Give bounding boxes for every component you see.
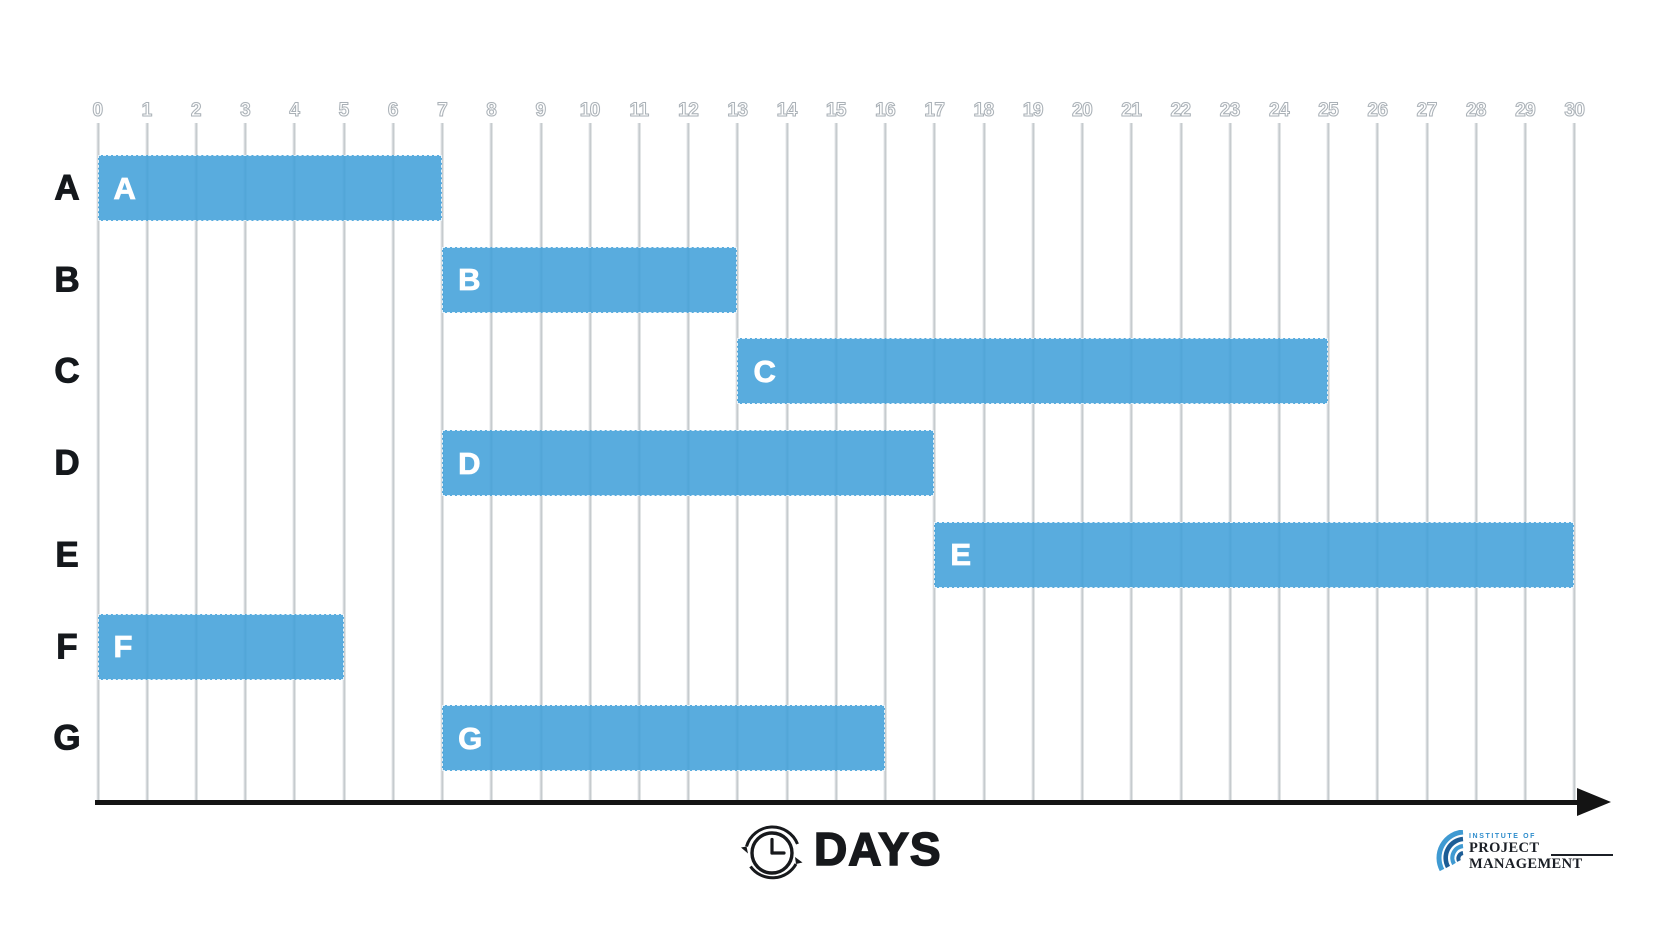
logo-rule	[1551, 854, 1613, 856]
x-tick-label: 6	[387, 100, 399, 122]
task-bar-E: E	[934, 521, 1575, 588]
x-tick-label: 27	[1416, 100, 1438, 122]
gridline-day-26	[1375, 123, 1379, 802]
task-bar-label: E	[950, 537, 972, 573]
logo-text: INSTITUTE OF PROJECT MANAGEMENT	[1469, 830, 1613, 874]
x-tick-label: 21	[1121, 100, 1143, 122]
x-tick-label: 30	[1564, 100, 1586, 122]
gridline-day-0	[96, 123, 99, 802]
row-label-F: F	[56, 627, 78, 666]
institute-of-project-management-logo: INSTITUTE OF PROJECT MANAGEMENT	[1436, 829, 1613, 874]
gridline-day-28	[1474, 123, 1478, 802]
x-tick-label: 29	[1515, 100, 1537, 122]
gridline-day-18	[982, 123, 986, 802]
x-tick-label: 8	[486, 100, 498, 122]
logo-management-label: MANAGEMENT	[1469, 855, 1583, 872]
gridline-day-5	[342, 123, 346, 802]
task-bar-B: B	[442, 246, 738, 313]
x-tick-label: 5	[338, 100, 350, 122]
arcs-fan-logo-icon	[1436, 829, 1466, 872]
x-axis-line	[95, 800, 1579, 805]
x-axis-title: DAYS	[813, 823, 942, 875]
row-label-C: C	[54, 351, 80, 391]
x-tick-label: 22	[1170, 100, 1192, 122]
x-tick-label: 12	[678, 100, 700, 122]
gridline-day-2	[194, 123, 198, 802]
gridline-day-27	[1425, 123, 1429, 802]
gridline-day-19	[1031, 123, 1035, 802]
x-tick-label: 0	[92, 100, 104, 122]
gridline-day-23	[1228, 123, 1232, 802]
gridline-day-1	[145, 123, 149, 802]
task-bar-label: A	[113, 170, 136, 206]
task-bar-label: G	[458, 720, 483, 756]
gridline-day-3	[243, 123, 247, 802]
gridline-day-24	[1277, 123, 1281, 802]
row-label-A: A	[54, 168, 80, 208]
x-tick-label: 24	[1268, 100, 1290, 122]
logo-project-label: PROJECT	[1469, 840, 1540, 856]
x-tick-label: 13	[727, 100, 749, 122]
gridline-day-4	[292, 123, 296, 802]
x-tick-label: 2	[190, 100, 202, 122]
x-axis-arrowhead-icon	[1577, 788, 1611, 816]
x-tick-label: 17	[924, 100, 946, 122]
row-label-B: B	[54, 260, 80, 300]
gridline-day-20	[1080, 123, 1084, 802]
gridline-day-22	[1179, 123, 1183, 802]
clock-rotation-icon	[733, 822, 809, 884]
x-tick-label: 25	[1318, 100, 1340, 122]
task-bar-C: C	[737, 338, 1329, 405]
x-tick-label: 16	[875, 100, 897, 122]
task-bar-label: B	[458, 262, 481, 298]
gridline-day-29	[1523, 123, 1527, 802]
x-tick-label: 14	[776, 100, 798, 122]
task-bar-label: C	[753, 353, 776, 389]
x-tick-label: 7	[437, 100, 449, 122]
row-label-D: D	[54, 443, 80, 483]
x-tick-label: 19	[1022, 100, 1044, 122]
row-label-E: E	[55, 535, 79, 575]
x-tick-label: 3	[240, 100, 252, 122]
logo-institute-of-label: INSTITUTE OF	[1469, 833, 1537, 840]
task-bar-F: F	[97, 613, 344, 680]
gridline-day-25	[1326, 123, 1330, 802]
x-tick-label: 9	[535, 100, 547, 122]
task-bar-label: F	[113, 629, 133, 664]
gridline-day-21	[1129, 123, 1133, 802]
x-tick-label: 11	[629, 100, 650, 122]
task-bar-label: D	[458, 445, 481, 481]
x-tick-label: 4	[289, 100, 301, 122]
task-bar-A: A	[97, 155, 443, 221]
task-bar-D: D	[442, 430, 935, 497]
x-tick-label: 28	[1465, 100, 1487, 122]
gridline-day-6	[391, 123, 395, 802]
x-tick-label: 10	[579, 100, 601, 122]
x-tick-label: 20	[1072, 100, 1094, 122]
x-tick-label: 15	[825, 100, 847, 122]
x-tick-label: 18	[973, 100, 995, 122]
gridline-day-30	[1572, 123, 1576, 802]
x-tick-label: 1	[141, 100, 153, 122]
x-tick-label: 23	[1219, 100, 1241, 122]
task-bar-G: G	[442, 705, 886, 772]
x-tick-label: 26	[1367, 100, 1389, 122]
row-label-G: G	[53, 718, 81, 758]
